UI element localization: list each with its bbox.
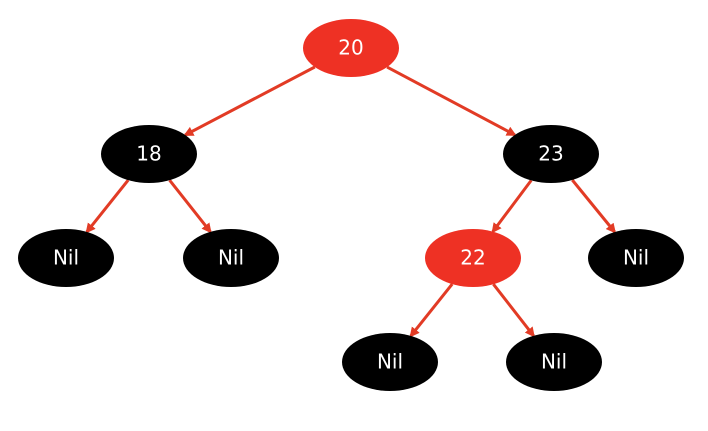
node-label: 18: [136, 142, 161, 166]
tree-node-nil1: Nil: [18, 229, 114, 287]
tree-node-nil5: Nil: [506, 333, 602, 391]
node-label: Nil: [377, 350, 403, 374]
edges-layer: [85, 65, 616, 338]
tree-node-n23: 23: [503, 125, 599, 183]
node-ellipse: [588, 229, 684, 287]
edge-n22-to-nil4: [409, 283, 454, 338]
edge-n18-to-nil1: [85, 179, 130, 234]
node-label: Nil: [218, 246, 244, 270]
tree-node-n18: 18: [101, 125, 197, 183]
node-label: 20: [338, 36, 363, 60]
tree-node-nil3: Nil: [588, 229, 684, 287]
node-ellipse: [425, 229, 521, 287]
node-ellipse: [303, 19, 399, 77]
node-ellipse: [342, 333, 438, 391]
tree-node-n20: 20: [303, 19, 399, 77]
node-label: Nil: [541, 350, 567, 374]
edge-n23-to-nil3: [571, 179, 616, 234]
node-label: 23: [538, 142, 563, 166]
edge-n18-to-nil2: [168, 179, 212, 234]
node-ellipse: [18, 229, 114, 287]
node-label: Nil: [623, 246, 649, 270]
edge-n20-to-n23: [386, 65, 517, 137]
node-ellipse: [506, 333, 602, 391]
node-ellipse: [183, 229, 279, 287]
edge-n20-to-n18: [183, 65, 316, 137]
edge-n23-to-n22: [491, 179, 533, 234]
node-ellipse: [101, 125, 197, 183]
tree-node-n22: 22: [425, 229, 521, 287]
tree-node-nil4: Nil: [342, 333, 438, 391]
node-label: 22: [460, 246, 485, 270]
node-ellipse: [503, 125, 599, 183]
node-label: Nil: [53, 246, 79, 270]
edge-n22-to-nil5: [492, 283, 535, 338]
tree-node-nil2: Nil: [183, 229, 279, 287]
